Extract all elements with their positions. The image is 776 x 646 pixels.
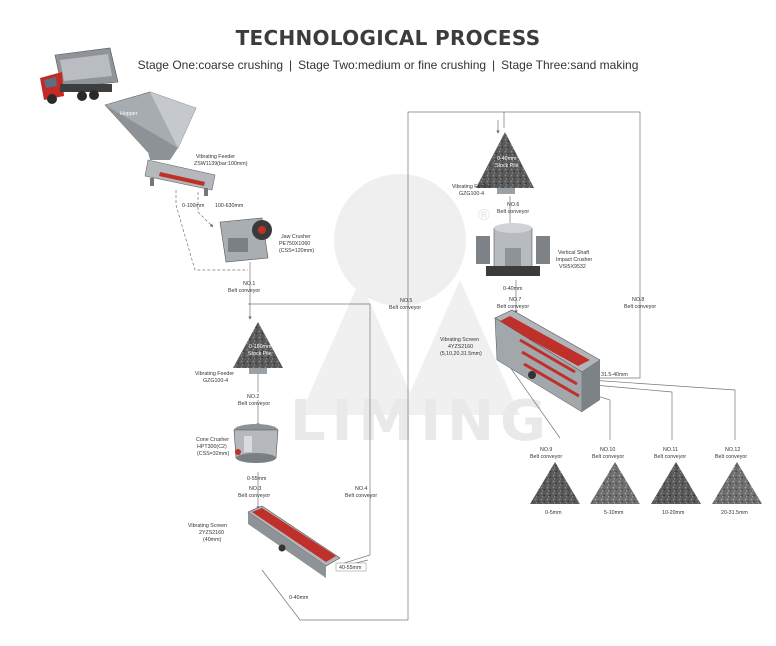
vibrating-feeder-2: Vibrating Feeder GZG100-4 [195,368,267,384]
vsi-name: Vertical Shaft [558,250,590,256]
conveyor-label: Belt conveyor [497,209,529,215]
size-label: 0-55mm [247,476,267,482]
jaw-crusher-icon: Jaw Crusher PE750X1060 (CSS=120mm) [219,217,314,263]
conveyor-label: NO.10 [600,447,615,453]
feeder3-model: GZG100-4 [459,191,484,197]
conveyor-label: NO.8 [632,297,644,303]
cone-css: (CSS=32mm) [197,451,229,457]
stockpile1-name: Stock Pile [248,351,272,357]
registered-mark: ® [478,207,490,224]
conveyor-label: NO.6 [507,202,519,208]
feeder2-name: Vibrating Feeder [195,371,234,377]
vibrating-feeder-1: Vibrating Feeder ZSW1139(bar:100mm) [144,154,248,196]
size-label: 0-40mm [289,595,309,601]
stockpile-2: 0-40mm Stock Pile [476,132,534,188]
product-pile-10-20 [651,462,701,504]
size-label: 31.5-40mm [601,372,628,378]
watermark-text: LIMING [290,389,552,454]
size-label: 100-630mm [215,203,244,209]
conveyor-label: Belt conveyor [238,493,270,499]
cone-model: HPT300(C2) [197,444,227,450]
conveyor-label: Belt conveyor [654,454,686,460]
conveyor-label: NO.9 [540,447,552,453]
screen1-model: 2YZS2160 [199,530,224,536]
feeder2-model: GZG100-4 [203,378,228,384]
vibrating-screen-1: Vibrating Screen 2YZS2160 (40mm) [188,505,341,578]
hopper-label: Hopper [120,111,138,117]
conveyor-label: NO.4 [355,486,367,492]
size-label: 0-100mm [182,203,205,209]
jaw-model: PE750X1060 [279,241,310,247]
dump-truck-icon [40,47,119,104]
conveyor-label: NO.7 [509,297,521,303]
page-title: TECHNOLOGICAL PROCESS [235,26,541,50]
feeder1-model: ZSW1139(bar:100mm) [194,161,248,167]
stage-three-label: Stage Three:sand making [501,58,639,72]
conveyor-label: Belt conveyor [592,454,624,460]
conveyor-label: Belt conveyor [228,288,260,294]
vsi-crusher-icon: Vertical Shaft Impact Crusher VSI5X9532 [476,223,592,276]
product-pile-20-31-5 [712,462,762,504]
conveyor-label: Belt conveyor [389,305,421,311]
conveyor-label: NO.1 [243,281,255,287]
product-pile-5-10 [590,462,640,504]
conveyor-label: Belt conveyor [238,401,270,407]
separator: | [492,58,496,72]
size-label: 40-55mm [339,565,362,571]
size-label: 0-40mm [503,286,523,292]
feeder3-name: Vibrating Feeder [452,184,491,190]
stockpile2-name: Stock Pile [495,163,519,169]
cone-name: Cone Crusher [196,437,229,443]
conveyor-label: NO.3 [249,486,261,492]
stage-subtitle: Stage One:coarse crushing | Stage Two:medi… [0,58,776,72]
jaw-name: Jaw Crusher [281,234,311,240]
conveyor-label: NO.11 [663,447,678,453]
hopper-icon: Hopper [104,91,197,160]
vibrating-screen-2: Vibrating Screen 4YZS2160 (5,10,20,31.5m… [440,309,601,413]
product-label: 20-31.5mm [721,510,748,516]
vibrating-feeder-3: Vibrating Feeder GZG100-4 [452,184,515,197]
screen2-name: Vibrating Screen [440,337,479,343]
conveyor-label: Belt conveyor [497,304,529,310]
feeder1-name: Vibrating Feeder [196,154,235,160]
jaw-css: (CSS=120mm) [279,248,314,254]
conveyor-label: NO.12 [725,447,740,453]
separator: | [289,58,293,72]
conveyor-label: Belt conveyor [530,454,562,460]
stage-two-label: Stage Two:medium or fine crushing [298,58,487,72]
product-label: 0-5mm [545,510,562,516]
conveyor-label: Belt conveyor [715,454,747,460]
vsi-model: VSI5X9532 [559,264,586,270]
product-label: 10-20mm [662,510,685,516]
screen2-size: (5,10,20,31.5mm) [440,351,482,357]
product-label: 5-10mm [604,510,624,516]
screen2-model: 4YZS2160 [448,344,473,350]
screen1-size: (40mm) [203,537,221,543]
stockpile2-size: 0-40mm [497,156,517,162]
vsi-line2: Impact Crusher [556,257,592,263]
cone-crusher-icon: Cone Crusher HPT300(C2) (CSS=32mm) [196,424,279,463]
conveyor-label: Belt conveyor [624,304,656,310]
product-pile-0-5 [530,462,580,504]
conveyor-label: Belt conveyor [345,493,377,499]
stage-one-label: Stage One:coarse crushing [137,58,284,72]
watermark-logo: LIMING ® [290,174,552,454]
stockpile-1: 0-180mm Stock Pile [233,322,283,368]
conveyor-label: NO.5 [400,298,412,304]
conveyor-label: NO.2 [247,394,259,400]
screen1-name: Vibrating Screen [188,523,227,529]
stockpile1-size: 0-180mm [249,344,272,350]
